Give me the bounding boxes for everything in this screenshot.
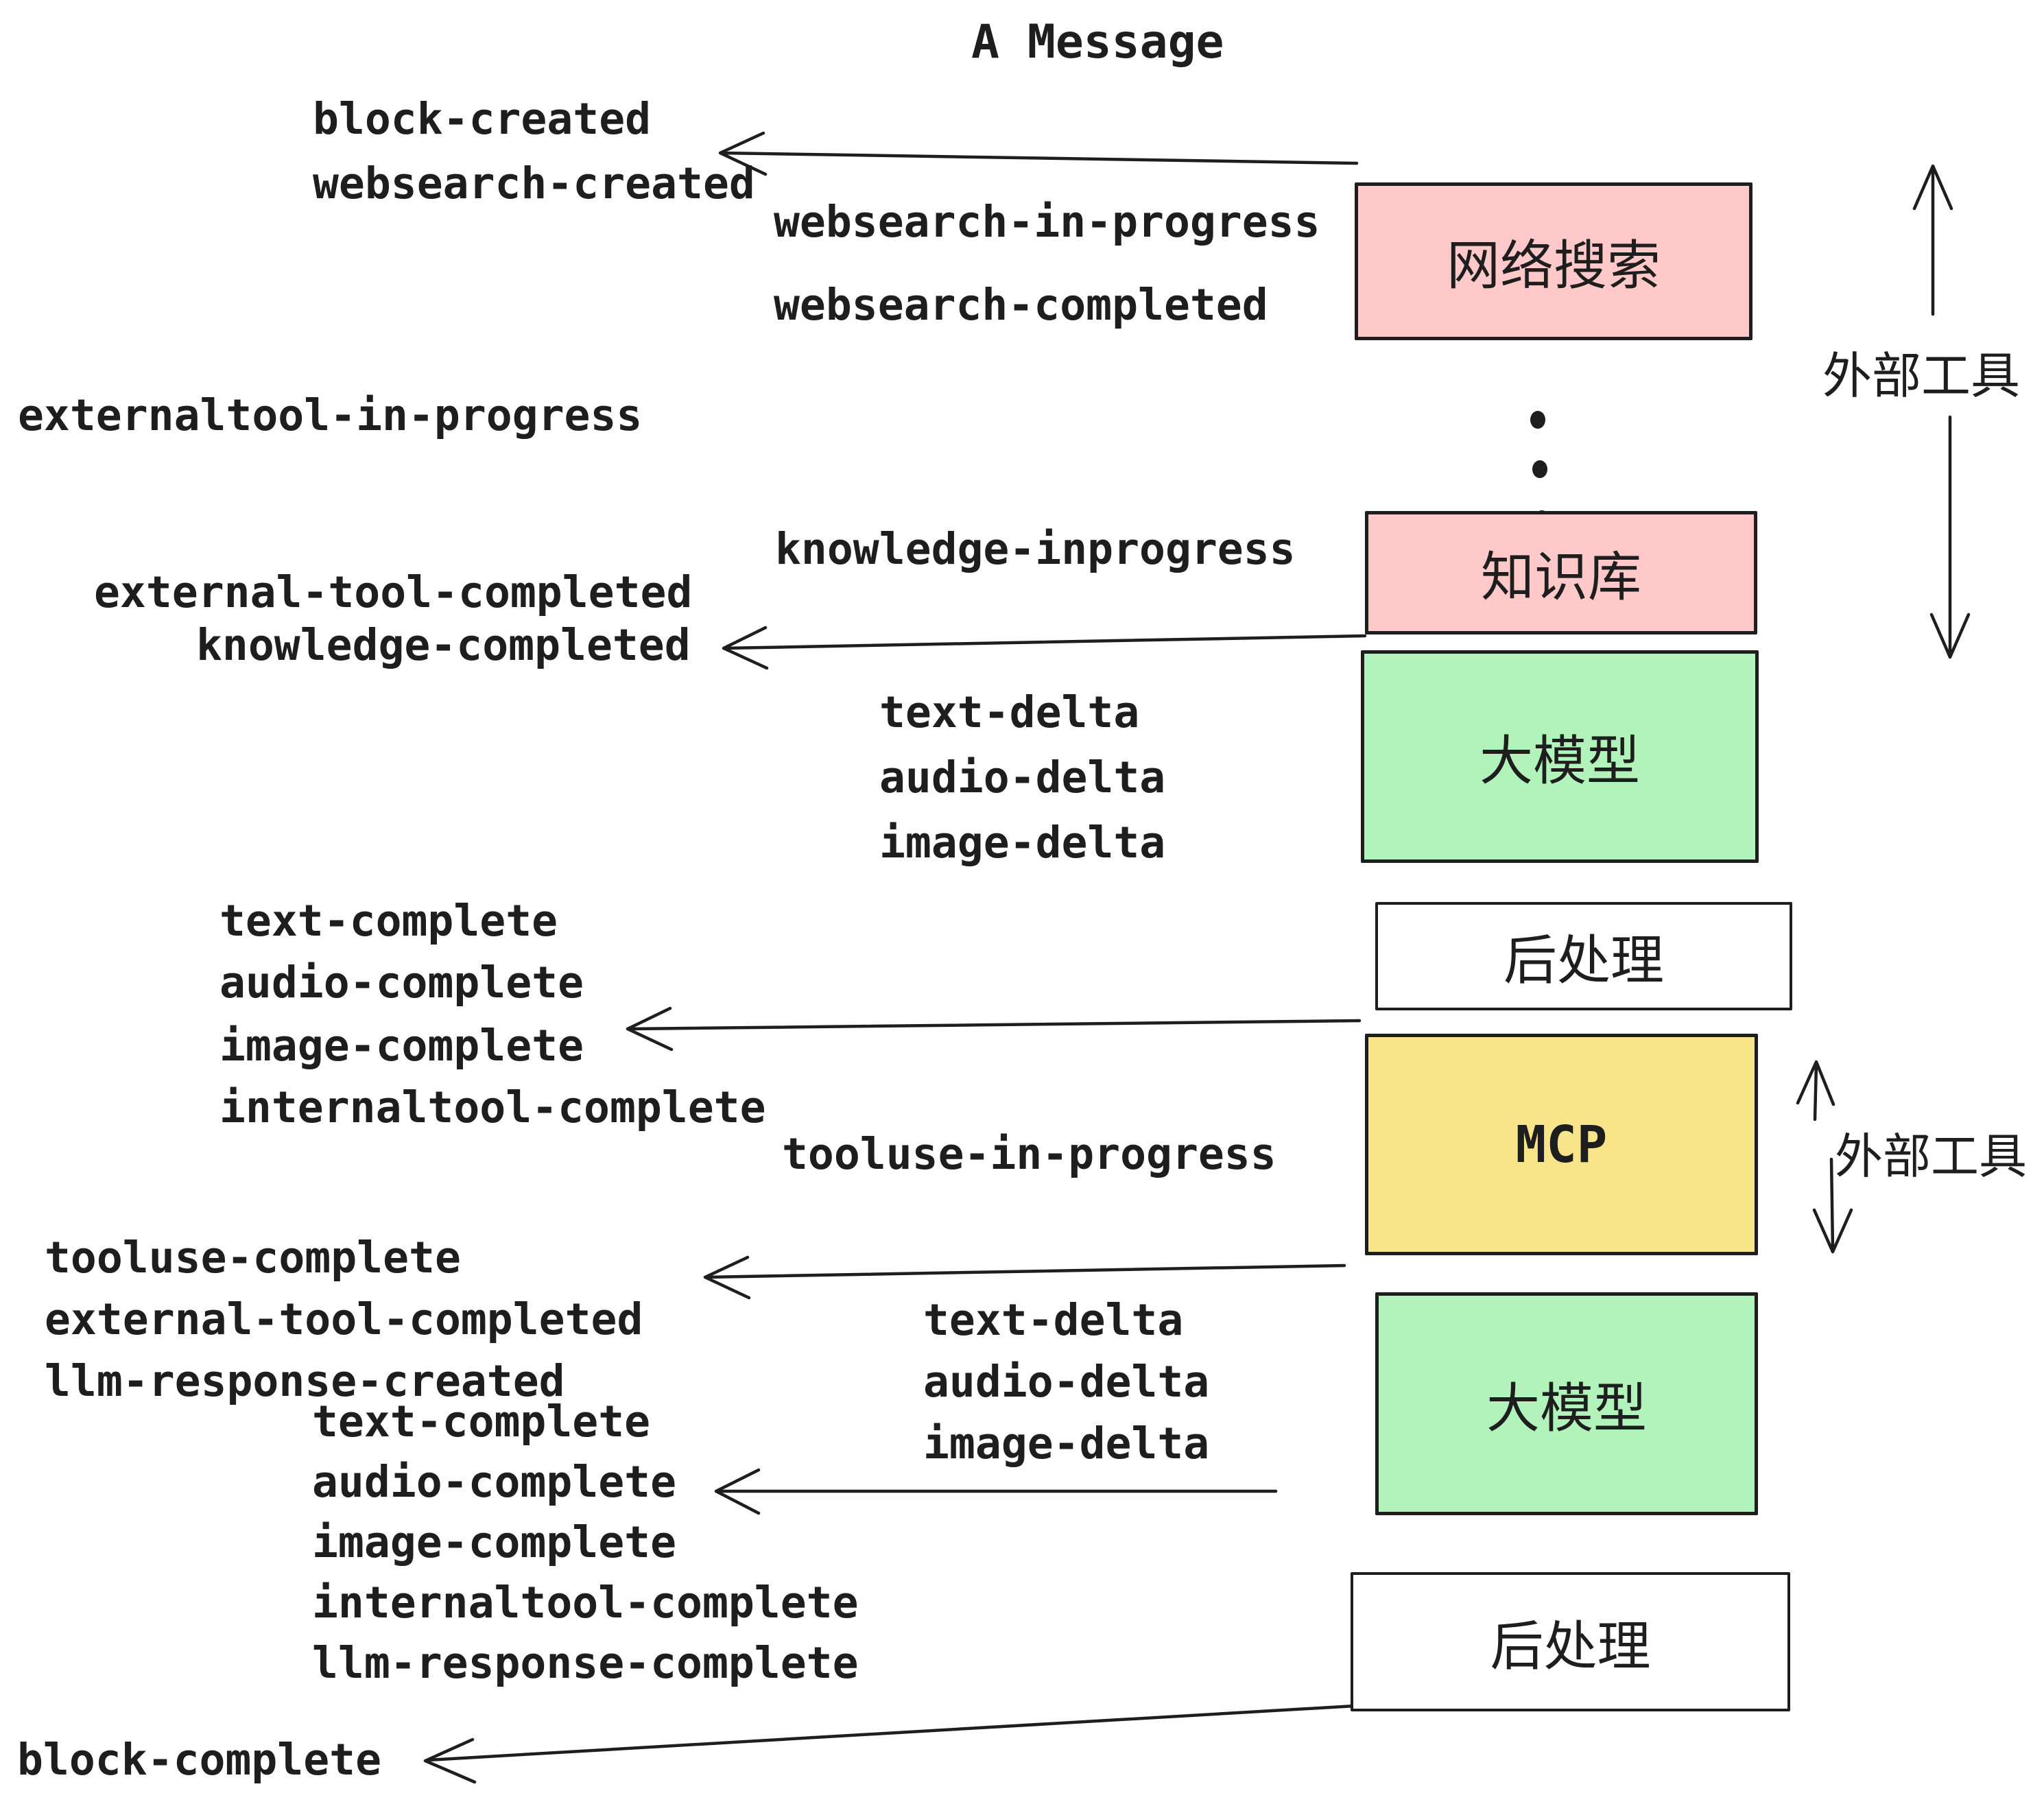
event-label-websearch-in-progress: websearch-in-progress [774, 197, 1320, 247]
event-label-llm-response-complete: llm-response-complete [312, 1638, 859, 1688]
event-label-internaltool-complete-1: internaltool-complete [219, 1082, 766, 1132]
diagram-title: A Message [971, 15, 1224, 69]
event-label-audio-complete-1: audio-complete [219, 958, 584, 1008]
arrow-postprocess1-to-complete-events [626, 1006, 1362, 1052]
arrow-external-tools-down-1 [1929, 415, 1971, 659]
event-label-block-complete: block-complete [17, 1735, 382, 1785]
arrow-external-tools-up-2 [1796, 1060, 1835, 1121]
node-llm-1: 大模型 [1361, 650, 1759, 863]
event-label-text-complete-2: text-complete [312, 1397, 651, 1447]
node-websearch-label: 网络搜索 [1446, 235, 1661, 296]
event-label-image-complete-1: image-complete [219, 1021, 584, 1071]
event-label-image-delta-1: image-delta [879, 818, 1166, 868]
event-label-llm-response-created: llm-response-created [45, 1356, 565, 1406]
event-label-text-complete-1: text-complete [219, 896, 558, 946]
event-label-knowledge-inprogress: knowledge-inprogress [775, 524, 1296, 574]
node-llm-2: 大模型 [1375, 1292, 1758, 1515]
event-label-block-created: block-created [313, 94, 652, 144]
node-websearch: 网络搜索 [1355, 182, 1752, 340]
event-label-image-complete-2: image-complete [312, 1517, 677, 1567]
arrow-llm2-to-audio-complete [714, 1468, 1278, 1515]
node-postprocess-1: 后处理 [1375, 902, 1792, 1010]
event-label-knowledge-completed: knowledge-completed [196, 620, 691, 670]
event-label-tooluse-complete: tooluse-complete [45, 1233, 461, 1283]
event-label-tooluse-in-progress: tooluse-in-progress [782, 1129, 1276, 1179]
event-label-internaltool-complete-2: internaltool-complete [312, 1578, 859, 1628]
arrow-websearch-to-created-events [718, 131, 1359, 176]
event-label-externaltool-in-progress: externaltool-in-progress [18, 390, 643, 440]
event-label-image-delta-2: image-delta [923, 1419, 1210, 1469]
node-postprocess-1-label: 后处理 [1503, 930, 1664, 990]
event-label-text-delta-2: text-delta [923, 1295, 1184, 1345]
node-postprocess-2: 后处理 [1351, 1572, 1790, 1711]
event-label-websearch-created: websearch-created [313, 158, 755, 209]
event-label-audio-delta-1: audio-delta [879, 752, 1166, 803]
event-label-external-tool-completed-1: external-tool-completed [94, 567, 693, 617]
arrow-knowledge-to-completed-events [722, 626, 1367, 670]
node-mcp: MCP [1365, 1034, 1758, 1255]
event-label-external-tool-completed-2: external-tool-completed [45, 1294, 643, 1344]
event-label-audio-delta-2: audio-delta [923, 1357, 1210, 1407]
arrow-postprocess2-to-block-complete [423, 1703, 1368, 1784]
node-knowledge-base: 知识库 [1365, 511, 1757, 634]
annotation-external-tools-upper: 外部工具 [1822, 349, 2021, 404]
event-label-websearch-completed: websearch-completed [774, 280, 1268, 330]
event-label-audio-complete-2: audio-complete [312, 1457, 677, 1507]
node-llm-2-label: 大模型 [1486, 1377, 1647, 1438]
event-label-text-delta-1: text-delta [879, 687, 1140, 737]
node-knowledge-base-label: 知识库 [1480, 547, 1641, 607]
annotation-external-tools-lower: 外部工具 [1835, 1130, 2027, 1183]
node-postprocess-2-label: 后处理 [1490, 1615, 1651, 1676]
arrow-mcp-to-tooluse-complete-events [703, 1255, 1346, 1300]
node-mcp-label: MCP [1515, 1115, 1608, 1174]
arrow-external-tools-up-1 [1912, 164, 1953, 316]
node-llm-1-label: 大模型 [1479, 731, 1640, 791]
